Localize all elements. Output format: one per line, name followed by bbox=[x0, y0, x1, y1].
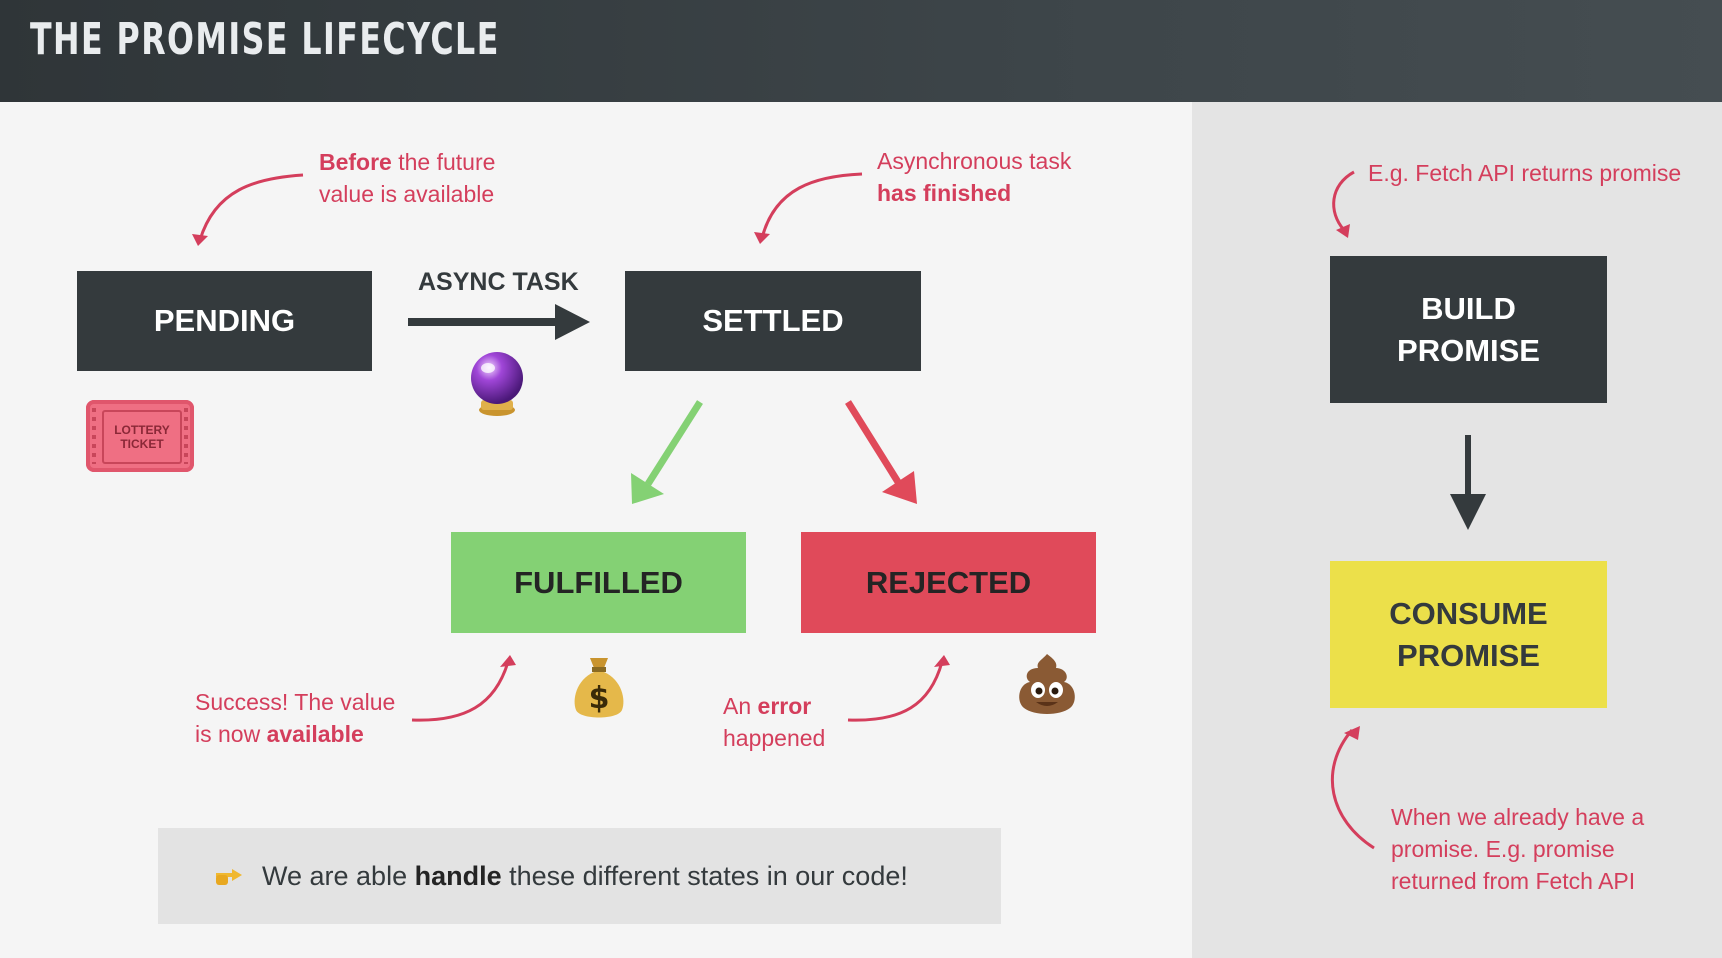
settled-note-line1: Asynchronous task bbox=[877, 148, 1072, 174]
fulfilled-note-line2: is now bbox=[195, 721, 267, 747]
rejected-note-arrow bbox=[847, 661, 944, 722]
lottery-ticket-icon: LOTTERY TICKET bbox=[86, 400, 194, 472]
fetch-note-arrow bbox=[1332, 170, 1355, 231]
fulfilled-arrowhead bbox=[631, 473, 664, 504]
right-panel bbox=[1192, 102, 1722, 958]
build-promise-line1: BUILD bbox=[1421, 290, 1516, 326]
consume-note-arrowhead bbox=[1344, 726, 1360, 740]
settled-state-label: SETTLED bbox=[702, 303, 844, 338]
money-bag-icon: $ bbox=[574, 658, 624, 718]
callout-suffix: these different states in our code! bbox=[501, 860, 908, 891]
rejected-note-arrowhead bbox=[934, 655, 950, 667]
build-promise-box: BUILD PROMISE bbox=[1330, 256, 1607, 403]
pending-note-arrow bbox=[198, 173, 304, 241]
settled-note: Asynchronous task has finished bbox=[877, 145, 1071, 209]
rejected-note: An error happened bbox=[723, 690, 825, 754]
settled-note-arrow bbox=[760, 172, 863, 239]
consume-note: When we already have a promise. E.g. pro… bbox=[1391, 801, 1644, 897]
settled-note-bold: has finished bbox=[877, 180, 1012, 206]
consume-note-line1: When we already have a bbox=[1391, 804, 1645, 830]
rejected-note-line1: An bbox=[723, 693, 758, 719]
ticket-line1: LOTTERY bbox=[114, 423, 170, 437]
consume-promise-line1: CONSUME bbox=[1389, 595, 1548, 631]
fulfilled-note: Success! The value is now available bbox=[195, 686, 395, 750]
settled-state-box: SETTLED bbox=[625, 271, 921, 371]
crystal-ball-icon bbox=[471, 352, 523, 416]
pending-note-line1: the future bbox=[391, 149, 496, 175]
page-title: THE PROMISE LIFECYCLE bbox=[30, 14, 500, 65]
callout-bold: handle bbox=[414, 860, 502, 891]
pending-state-label: PENDING bbox=[153, 303, 296, 338]
consume-promise-box: CONSUME PROMISE bbox=[1330, 561, 1607, 708]
rejected-note-line2: happened bbox=[723, 725, 826, 751]
handle-states-callout: We are able handle these different state… bbox=[158, 828, 1001, 924]
fulfilled-note-arrowhead bbox=[500, 655, 516, 667]
fulfilled-note-line1: Success! The value bbox=[195, 689, 396, 715]
rejected-state-box: REJECTED bbox=[801, 532, 1096, 633]
rejected-state-label: REJECTED bbox=[865, 564, 1032, 600]
consume-promise-line2: PROMISE bbox=[1397, 637, 1540, 673]
settled-note-arrowhead bbox=[754, 232, 770, 244]
ticket-line2: TICKET bbox=[120, 437, 164, 451]
consume-note-arrow bbox=[1330, 729, 1375, 850]
pending-note-line2: value is available bbox=[319, 181, 495, 207]
fulfilled-state-box: FULFILLED bbox=[451, 532, 746, 633]
fetch-api-note: E.g. Fetch API returns promise bbox=[1368, 160, 1682, 186]
rejected-arrow bbox=[845, 400, 901, 484]
build-promise-line2: PROMISE bbox=[1397, 332, 1540, 368]
pending-state-box: PENDING bbox=[77, 271, 372, 371]
pending-note-arrowhead bbox=[192, 234, 208, 246]
fetch-note-arrowhead bbox=[1336, 224, 1350, 238]
async-task-label: ASYNC TASK bbox=[418, 268, 579, 296]
consume-note-line2: promise. E.g. promise bbox=[1391, 836, 1615, 862]
pending-note-bold: Before bbox=[319, 149, 392, 175]
fulfilled-arrow bbox=[645, 400, 703, 486]
poop-icon bbox=[1019, 654, 1075, 714]
rejected-note-bold: error bbox=[757, 693, 812, 719]
fulfilled-state-label: FULFILLED bbox=[514, 564, 683, 600]
rejected-arrowhead bbox=[882, 471, 917, 504]
pointing-hand-icon bbox=[216, 869, 242, 885]
async-task-arrowhead bbox=[555, 304, 590, 340]
fulfilled-note-bold: available bbox=[266, 721, 364, 747]
svg-text:$: $ bbox=[589, 681, 610, 716]
pending-note: Before the future value is available bbox=[319, 146, 495, 210]
consume-note-line3: returned from Fetch API bbox=[1391, 868, 1636, 894]
callout-prefix: We are able bbox=[262, 860, 415, 891]
header-bar: THE PROMISE LIFECYCLE bbox=[0, 0, 1722, 102]
build-to-consume-arrowhead bbox=[1450, 494, 1486, 530]
fulfilled-note-arrow bbox=[411, 661, 510, 722]
